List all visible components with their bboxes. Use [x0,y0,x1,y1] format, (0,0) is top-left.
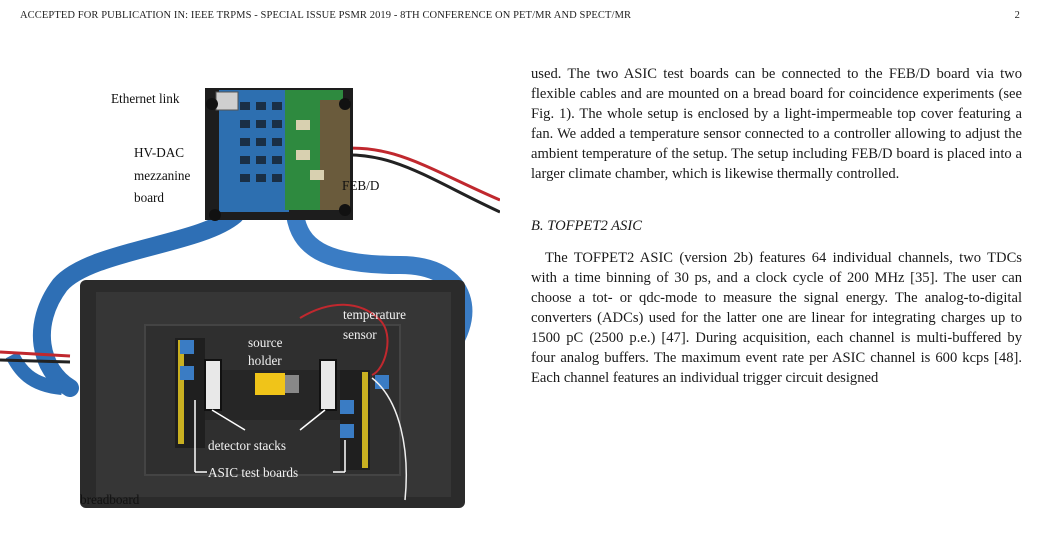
label-hvdac-line1: HV-DAC [134,145,185,160]
label-source-line1: source [248,335,283,350]
paragraph-tofpet2: The TOFPET2 ASIC (version 2b) features 6… [531,250,1022,386]
label-hvdac-line2: mezzanine [134,168,191,183]
label-temperature-line1: temperature [343,307,406,322]
running-header: ACCEPTED FOR PUBLICATION IN: IEEE TRPMS … [20,10,1020,26]
page-number: 2 [1014,10,1020,21]
paragraph-setup: used. The two ASIC test boards can be co… [531,66,1022,182]
body-text-column: used. The two ASIC test boards can be co… [531,64,1022,388]
label-breadboard: breadboard [80,492,140,507]
label-temperature-line2: sensor [343,327,377,342]
label-ethernet-link: Ethernet link [111,91,180,106]
header-title: ACCEPTED FOR PUBLICATION IN: IEEE TRPMS … [20,10,632,21]
label-febd: FEB/D [342,178,380,193]
label-asic-test-boards: ASIC test boards [208,465,299,480]
label-source-line2: holder [248,353,282,368]
label-hvdac-line3: board [134,190,165,205]
section-heading: B. TOFPET2 ASIC [531,218,642,234]
label-detector-stacks: detector stacks [208,438,286,453]
setup-photo-illustration [0,88,500,508]
figure-photo: Ethernet link HV-DAC mezzanine board FEB… [0,70,500,543]
